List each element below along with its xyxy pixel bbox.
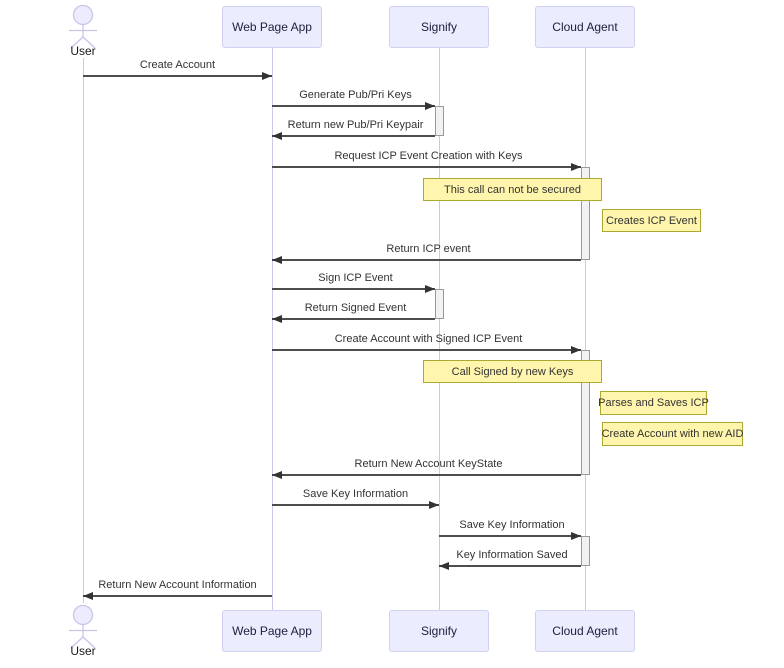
participant-bottom-webapp: Web Page App bbox=[222, 610, 322, 652]
actor-user-icon-top bbox=[61, 4, 105, 55]
message-label-return-new-account-information: Return New Account Information bbox=[98, 579, 257, 591]
message-label-request-icp-event-creation-with-keys: Request ICP Event Creation with Keys bbox=[334, 150, 523, 162]
note-label: Creates ICP Event bbox=[606, 214, 697, 227]
activation-bar-cloud bbox=[580, 350, 590, 475]
participant-bottom-cloud: Cloud Agent bbox=[535, 610, 635, 652]
message-label-create-account-with-signed-icp-event: Create Account with Signed ICP Event bbox=[334, 333, 523, 345]
participant-label: Cloud Agent bbox=[552, 624, 618, 638]
message-line-return-signed-event bbox=[272, 318, 435, 320]
participant-top-webapp: Web Page App bbox=[222, 6, 322, 48]
participant-top-signify: Signify bbox=[389, 6, 489, 48]
message-label-return-signed-event: Return Signed Event bbox=[304, 302, 407, 314]
note-parses-and-saves-icp: Parses and Saves ICP bbox=[598, 391, 709, 415]
participant-label: Signify bbox=[420, 20, 458, 34]
note-creates-icp-event: Creates ICP Event bbox=[602, 209, 701, 232]
message-line-save-key-information bbox=[439, 535, 581, 537]
actor-label-user-top: User bbox=[70, 44, 96, 58]
message-line-create-account bbox=[83, 75, 272, 77]
lifeline-user bbox=[82, 58, 84, 603]
lifeline-cloud bbox=[584, 48, 586, 610]
note-label: This call can not be secured bbox=[444, 183, 581, 196]
message-line-create-account-with-signed-icp-event bbox=[272, 349, 581, 351]
arrow-head-left-icon bbox=[272, 470, 282, 479]
participant-label: Cloud Agent bbox=[552, 20, 618, 34]
arrow-head-left-icon bbox=[272, 314, 282, 323]
participant-bottom-signify: Signify bbox=[389, 610, 489, 652]
message-line-save-key-information bbox=[272, 504, 439, 506]
message-label-return-new-pub-pri-keypair: Return new Pub/Pri Keypair bbox=[287, 119, 424, 131]
participant-label: Signify bbox=[420, 624, 458, 638]
message-label-create-account: Create Account bbox=[139, 59, 216, 71]
note-label: Create Account with new AID bbox=[601, 428, 744, 440]
arrow-head-left-icon bbox=[83, 591, 93, 600]
arrow-head-right-icon bbox=[429, 500, 439, 509]
actor-user-icon-bottom bbox=[61, 604, 105, 655]
arrow-head-right-icon bbox=[424, 284, 435, 293]
participant-label: Web Page App bbox=[232, 624, 312, 638]
message-line-return-new-account-information bbox=[83, 595, 272, 597]
lifeline-webapp bbox=[271, 48, 273, 610]
message-line-request-icp-event-creation-with-keys bbox=[272, 166, 581, 168]
message-label-return-icp-event: Return ICP event bbox=[386, 243, 471, 255]
arrow-head-right-icon bbox=[262, 71, 272, 80]
message-line-generate-pub-pri-keys bbox=[272, 105, 435, 107]
note-label: Parses and Saves ICP bbox=[598, 397, 709, 409]
message-line-return-icp-event bbox=[272, 259, 581, 261]
message-label-generate-pub-pri-keys: Generate Pub/Pri Keys bbox=[299, 89, 412, 101]
message-label-save-key-information: Save Key Information bbox=[302, 488, 409, 500]
arrow-head-left-icon bbox=[272, 255, 282, 264]
note-label: Call Signed by new Keys bbox=[451, 365, 574, 378]
lifeline-signify bbox=[438, 48, 440, 610]
message-label-sign-icp-event: Sign ICP Event bbox=[318, 272, 393, 284]
note-call-signed-by-new-keys: Call Signed by new Keys bbox=[423, 360, 602, 383]
activation-bar-signify bbox=[434, 106, 444, 136]
participant-label: Web Page App bbox=[232, 20, 312, 34]
message-label-key-information-saved: Key Information Saved bbox=[456, 549, 568, 561]
message-line-sign-icp-event bbox=[272, 288, 435, 290]
note-this-call-can-not-be-secured: This call can not be secured bbox=[423, 178, 602, 201]
arrow-head-right-icon bbox=[424, 101, 435, 110]
message-line-return-new-pub-pri-keypair bbox=[272, 135, 435, 137]
activation-bar-cloud bbox=[580, 536, 590, 566]
note-create-account-with-new-aid: Create Account with new AID bbox=[602, 422, 743, 446]
arrow-head-right-icon bbox=[570, 162, 581, 171]
activation-bar-signify bbox=[434, 289, 444, 319]
activation-bar-cloud bbox=[580, 167, 590, 260]
arrow-head-right-icon bbox=[570, 345, 581, 354]
message-label-save-key-information: Save Key Information bbox=[459, 519, 565, 531]
arrow-head-right-icon bbox=[570, 531, 581, 540]
message-line-key-information-saved bbox=[439, 565, 581, 567]
participant-top-cloud: Cloud Agent bbox=[535, 6, 635, 48]
arrow-head-left-icon bbox=[439, 561, 449, 570]
actor-label-user-bottom: User bbox=[70, 644, 96, 658]
message-line-return-new-account-keystate bbox=[272, 474, 581, 476]
arrow-head-left-icon bbox=[272, 131, 282, 140]
message-label-return-new-account-keystate: Return New Account KeyState bbox=[354, 458, 503, 470]
